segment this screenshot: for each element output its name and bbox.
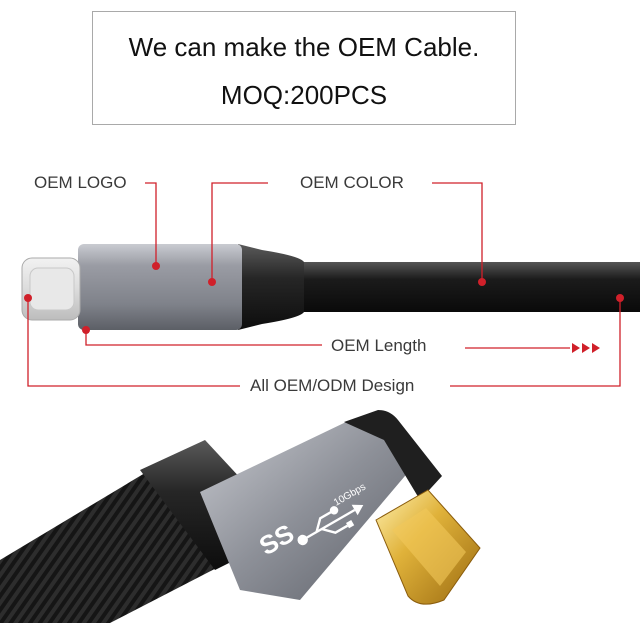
oem-color-leader <box>432 182 483 280</box>
banner-line-moq: MOQ:200PCS <box>220 80 388 110</box>
straight-usb-c-cable <box>21 244 640 330</box>
oem-logo-leader <box>145 182 157 266</box>
label-oem-design: All OEM/ODM Design <box>250 376 415 395</box>
oem-length-left <box>85 330 322 346</box>
length-arrows <box>572 343 600 353</box>
annotation-lines <box>27 182 621 387</box>
angled-housing-top <box>344 410 442 500</box>
label-oem-color: OEM COLOR <box>300 173 404 192</box>
angled-housing <box>200 420 410 600</box>
annotation-dots <box>24 262 624 334</box>
label-oem-logo: OEM LOGO <box>34 173 127 192</box>
oem-banner: We can make the OEM Cable. MOQ:200PCS <box>92 11 516 125</box>
usb-trident-icon <box>297 504 364 546</box>
cable-body <box>300 262 640 312</box>
connector-housing <box>78 244 242 330</box>
cable-boot <box>238 244 304 330</box>
oem-design-left <box>27 298 240 387</box>
banner-line-oem: We can make the OEM Cable. <box>128 32 480 62</box>
right-angle-usb-c-cable: SS 10Gbps <box>0 410 481 623</box>
oem-logo-leader-2 <box>211 182 268 280</box>
oem-design-right <box>450 298 621 387</box>
label-oem-length: OEM Length <box>331 336 427 355</box>
